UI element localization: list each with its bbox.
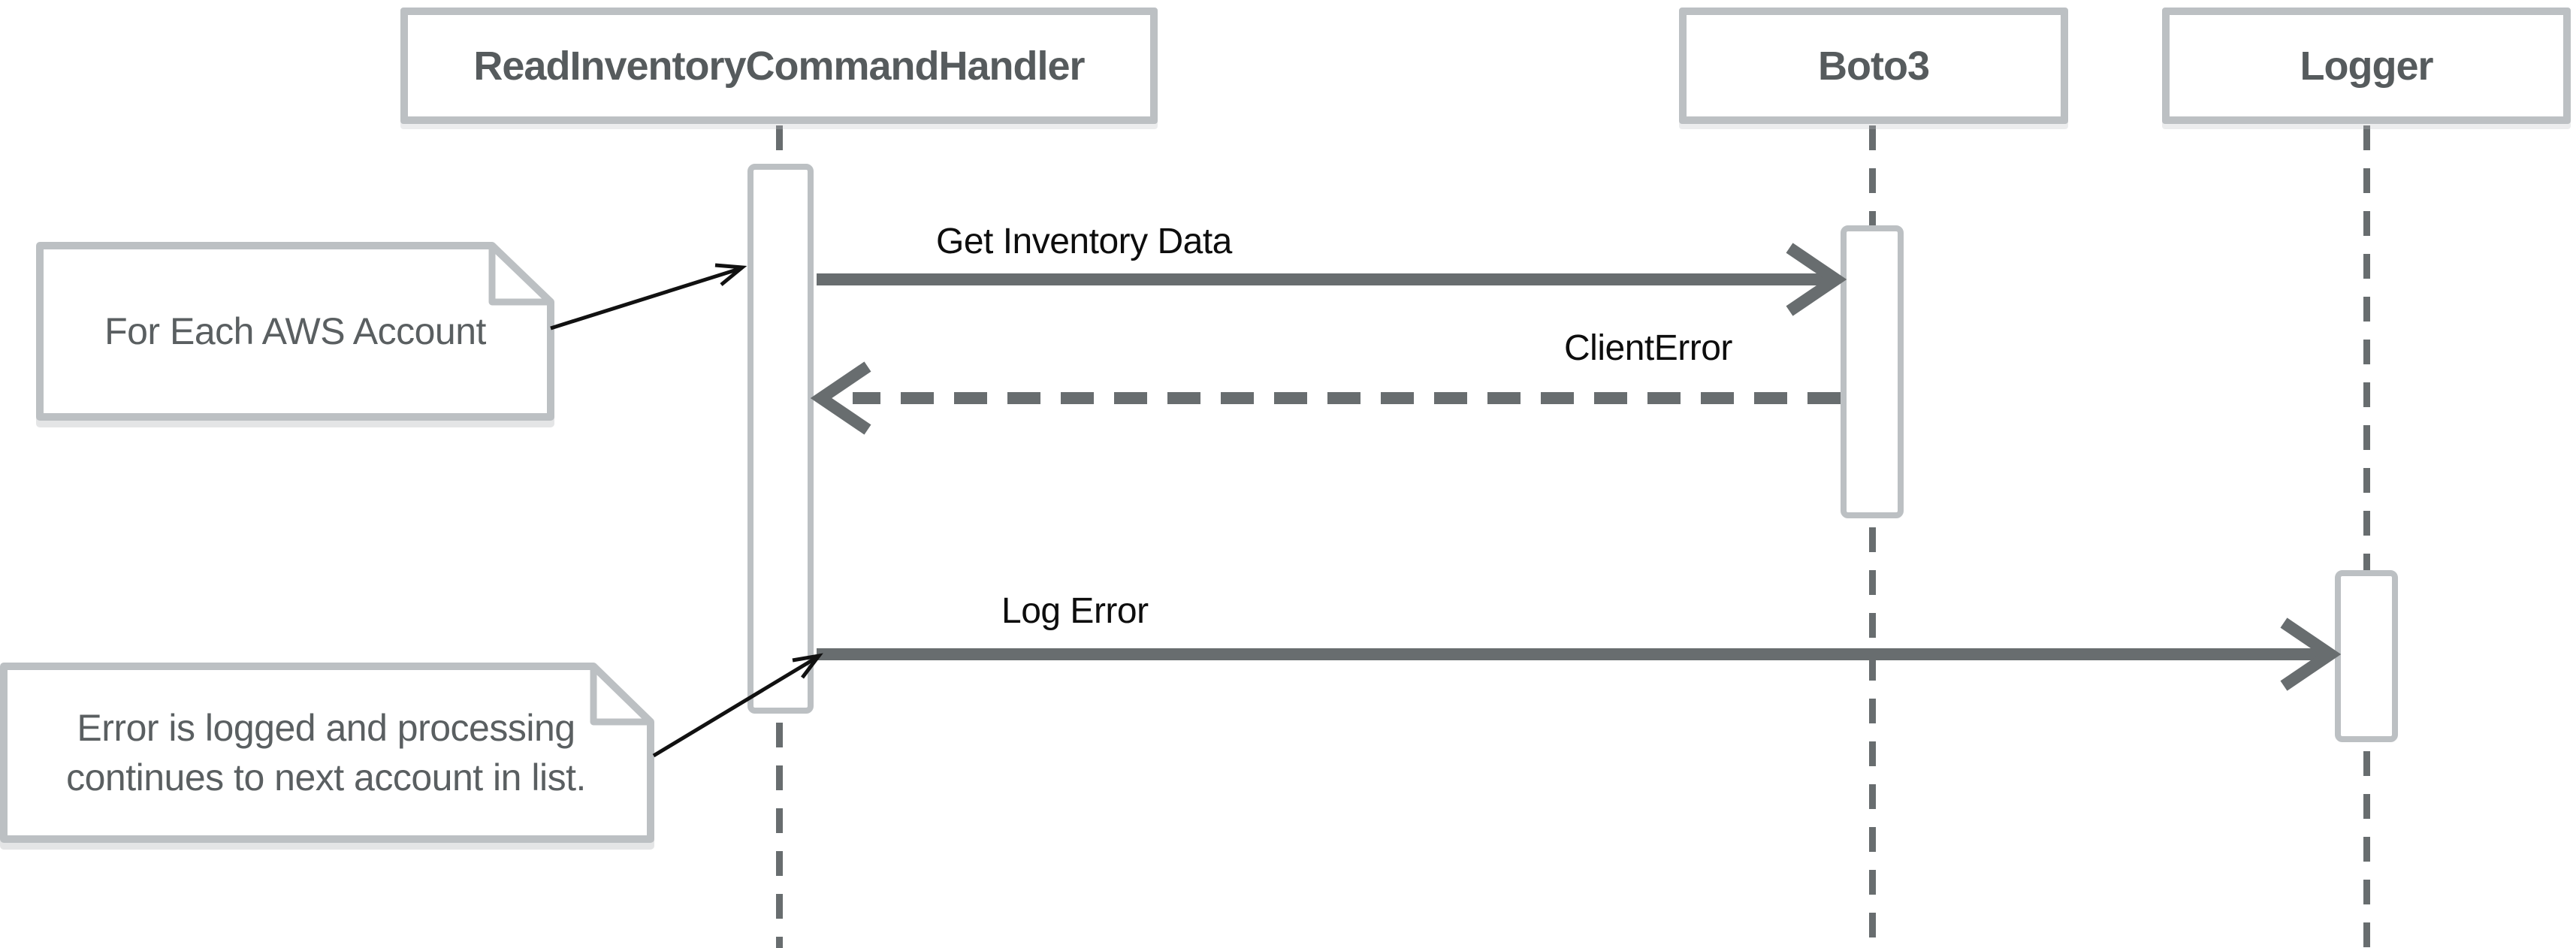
note-line: Error is logged and processing xyxy=(77,707,575,749)
activation-boto3 xyxy=(1841,225,1904,518)
lifeline-logger xyxy=(2363,125,2370,570)
note-line: For Each AWS Account xyxy=(104,310,486,352)
message-arrow-log-error xyxy=(817,617,2342,691)
message-label-get-inventory-data: Get Inventory Data xyxy=(936,222,1232,261)
lifeline-boto3 xyxy=(1869,125,1876,225)
participant-label: ReadInventoryCommandHandler xyxy=(473,43,1085,89)
activation-readinventorycommandhandler xyxy=(747,164,814,714)
lifeline-readinventorycommandhandler xyxy=(776,125,783,164)
arrowhead-left-icon xyxy=(810,361,871,435)
note-fold-icon xyxy=(488,246,551,306)
note-connector-arrow-1 xyxy=(550,263,747,331)
participant-logger: Logger xyxy=(2162,8,2571,124)
arrowhead-right-icon xyxy=(2280,617,2342,691)
arrowhead-thin-icon xyxy=(792,653,823,679)
participant-readinventorycommandhandler: ReadInventoryCommandHandler xyxy=(400,8,1158,124)
lifeline-logger xyxy=(2363,751,2370,948)
message-label-log-error: Log Error xyxy=(1001,591,1149,631)
arrowhead-right-icon xyxy=(1786,243,1847,316)
note-fold-icon xyxy=(590,666,651,726)
message-arrow-get-inventory-data xyxy=(817,243,1847,316)
note-shape-for-each-aws-account xyxy=(36,242,554,421)
participant-boto3: Boto3 xyxy=(1679,8,2068,124)
arrowhead-thin-icon xyxy=(714,263,747,286)
participant-label: Logger xyxy=(2300,43,2434,89)
note-connector-arrow-2 xyxy=(652,653,823,758)
note-for-each-aws-account: For Each AWS Account xyxy=(40,246,551,417)
lifeline-readinventorycommandhandler xyxy=(776,723,783,948)
message-arrow-clienterror xyxy=(810,361,1841,435)
message-label-clienterror: ClientError xyxy=(1564,328,1732,368)
participant-label: Boto3 xyxy=(1818,43,1930,89)
lifeline-boto3 xyxy=(1869,527,1876,948)
note-line: continues to next account in list. xyxy=(66,756,586,799)
note-shape-error-logged xyxy=(0,663,654,843)
note-error-logged: Error is logged and processing continues… xyxy=(2,666,651,839)
